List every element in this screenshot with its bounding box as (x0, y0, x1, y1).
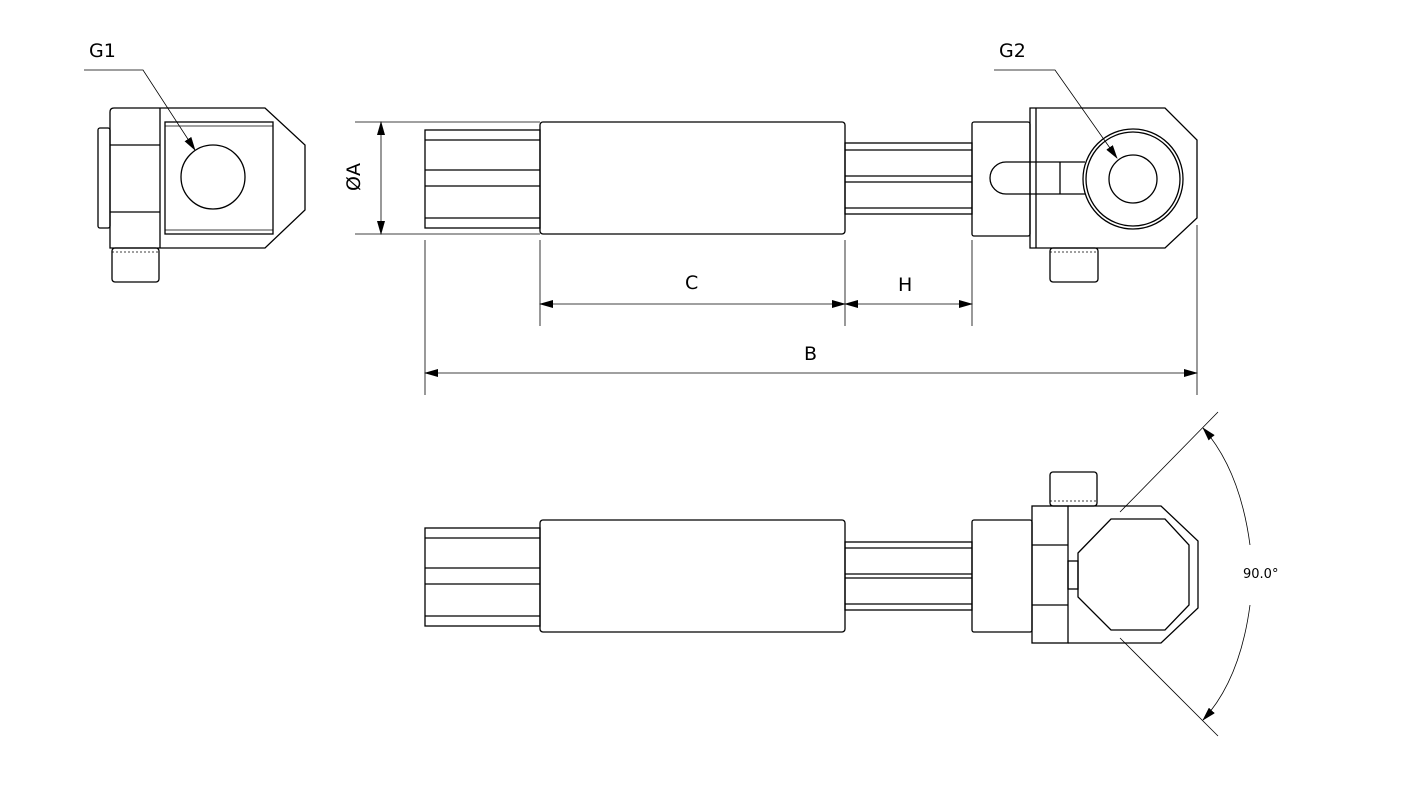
side-view (424, 411, 1251, 737)
label-g1: G1 (89, 40, 116, 62)
port-circle-g1 (180, 144, 246, 210)
leader-g2 (994, 69, 1118, 159)
cylinder-body (539, 121, 846, 235)
end-view-g1 (84, 69, 306, 283)
label-h: H (898, 274, 913, 296)
label-g2: G2 (999, 40, 1026, 62)
dimensions (355, 121, 1198, 395)
port-circle-g2 (1108, 154, 1158, 204)
leader-g1 (84, 69, 196, 151)
label-diameter-a: ØA (342, 163, 365, 191)
label-c: C (685, 272, 699, 294)
top-view (424, 69, 1198, 283)
label-angle: 90.0° (1243, 567, 1279, 582)
piston-rod (844, 142, 973, 215)
label-b: B (804, 343, 818, 365)
